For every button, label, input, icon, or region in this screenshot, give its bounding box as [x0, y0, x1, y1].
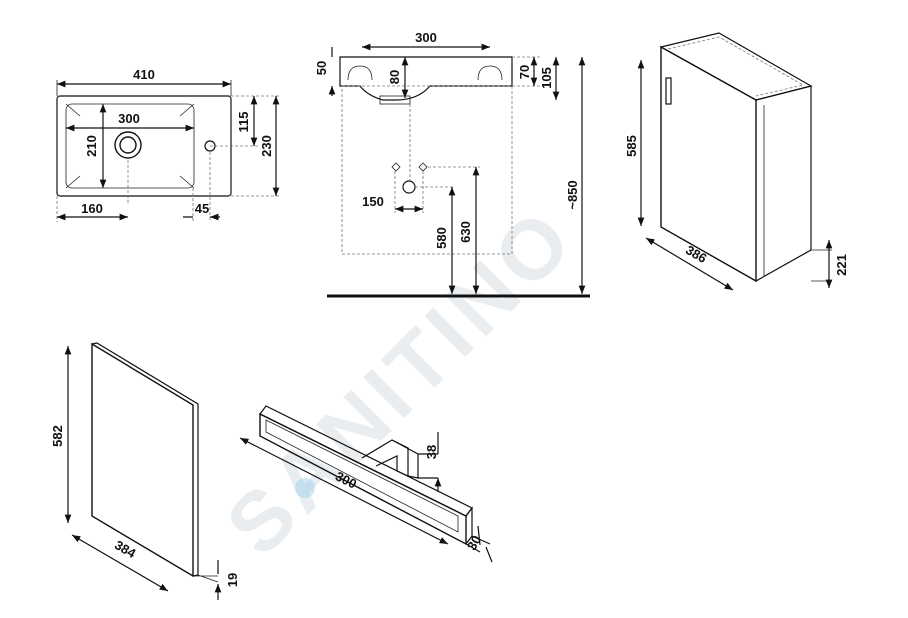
dim-line-light-bracket	[418, 432, 438, 492]
ext-cabinet-depth	[811, 249, 832, 282]
ext-basin-width	[56, 80, 232, 96]
dim-pipe-spacing: 150	[362, 194, 384, 209]
dim-line-cabinet-width	[645, 237, 734, 291]
watermark-text: SANITINO	[208, 189, 592, 573]
bowl-corners	[65, 103, 195, 189]
dim-drain-height: 580	[434, 227, 449, 249]
dim-line-light-height	[465, 525, 493, 563]
cabinet-side	[755, 85, 812, 282]
light-view: 300 38 30	[239, 405, 493, 563]
dim-supply-height: 630	[458, 221, 473, 243]
dim-height: 105	[539, 67, 554, 89]
cabinet-top	[659, 32, 813, 101]
dim-mirror-thickness: 19	[225, 573, 240, 587]
dim-cabinet-height: 585	[624, 135, 639, 157]
basin-top-view: 410 300 210 115 230 160 45	[56, 67, 280, 222]
dim-light-height: 30	[464, 533, 484, 553]
cabinet-handle-icon	[665, 77, 672, 105]
dim-tap-offset: 115	[236, 112, 251, 133]
basin-drain-section	[379, 95, 411, 105]
supply-pipe-icons	[391, 162, 428, 172]
mirror-front	[91, 342, 194, 578]
watermark: SANITINO	[208, 189, 592, 573]
mirror-edge	[91, 342, 199, 577]
dim-front: 70	[517, 65, 532, 79]
dim-basin-depth: 230	[259, 135, 274, 157]
basin-section	[339, 56, 513, 101]
dim-line-light-length	[239, 437, 449, 545]
dim-bowl: 80	[387, 70, 402, 84]
drain-inner-icon	[119, 136, 137, 154]
dim-mirror-height: 582	[50, 425, 65, 447]
dim-basin-width: 410	[133, 67, 155, 82]
basin-top-extension-lines	[56, 95, 280, 222]
cabinet-front	[660, 45, 757, 283]
ext-mirror-thickness	[193, 574, 219, 583]
dim-light-bracket: 38	[424, 445, 439, 459]
drain-outer-icon	[114, 131, 142, 159]
mirror-view: 582 384 19	[50, 342, 240, 600]
basin-side-extension-lines	[394, 56, 542, 213]
dim-tap-edge: 45	[195, 201, 209, 216]
dim-basin-inner-width: 300	[118, 111, 140, 126]
drain-pipe-icon	[402, 180, 416, 194]
dim-total-height: ~850	[565, 180, 580, 209]
watermark-dot	[295, 478, 315, 498]
light-end	[465, 506, 473, 545]
dim-side-inner-width: 300	[415, 30, 437, 45]
cabinet-top-inner	[667, 36, 805, 97]
cabinet-view: 585 386 221	[624, 32, 849, 291]
basin-section-details	[347, 65, 503, 81]
basin-side-view: 300 50 80 70 105 ~850 150 580 630	[314, 30, 590, 298]
dim-drain-offset: 160	[81, 201, 103, 216]
dim-basin-inner-depth: 210	[84, 135, 99, 157]
dim-cabinet-depth: 221	[834, 254, 849, 276]
dim-rim: 50	[314, 61, 329, 75]
dim-line-mirror-width	[71, 534, 169, 592]
cabinet-silhouette	[341, 85, 513, 255]
basin-bowl	[65, 103, 195, 189]
